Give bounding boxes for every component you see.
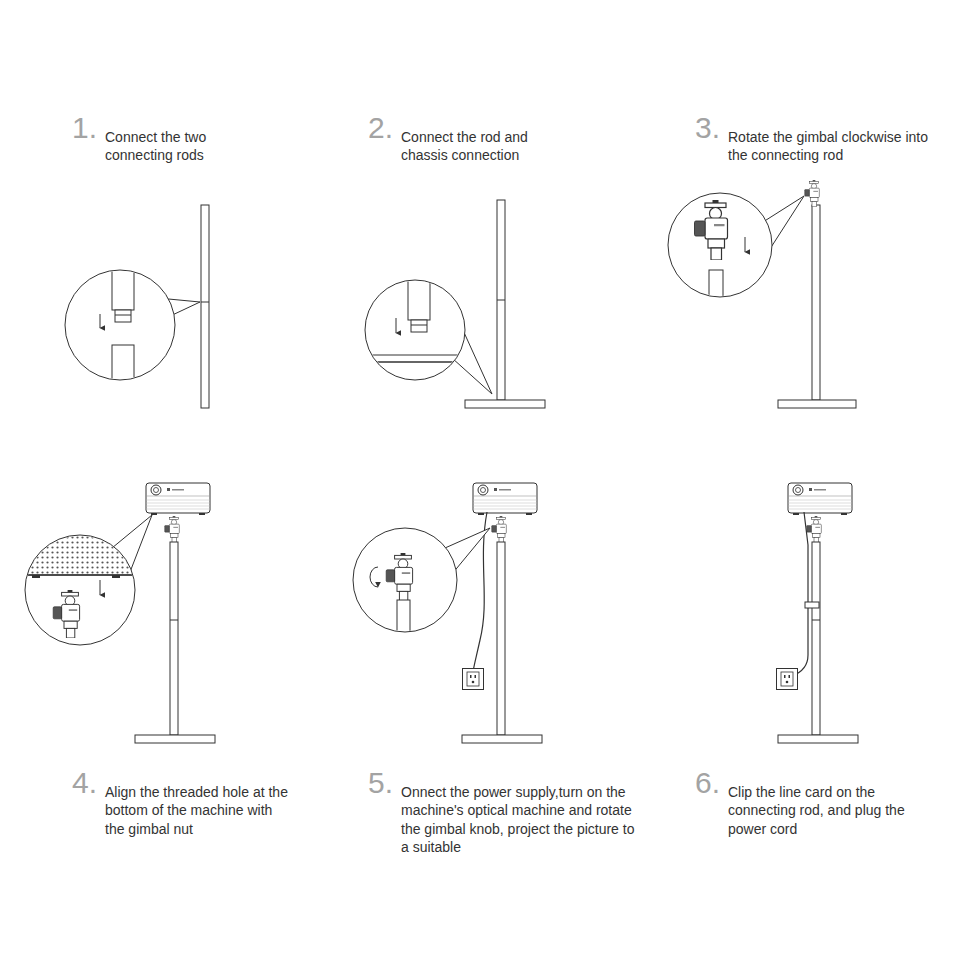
illustration-stroke bbox=[397, 600, 410, 640]
illustration-stroke bbox=[100, 314, 101, 328]
illustration-stroke bbox=[411, 320, 427, 332]
illustration-stroke bbox=[112, 575, 120, 578]
illustration-stroke bbox=[170, 620, 178, 621]
illustration-stroke bbox=[201, 302, 209, 303]
step-text: Connect the two connecting rods bbox=[105, 128, 235, 165]
illustration-part bbox=[788, 483, 852, 515]
step3-illustration bbox=[668, 180, 856, 408]
step-number: 5. bbox=[368, 768, 393, 798]
step-text: Align the threaded hole at the bottom of… bbox=[105, 783, 295, 838]
step4-illustration bbox=[15, 483, 215, 743]
illustration-stroke bbox=[497, 542, 505, 735]
step1-illustration bbox=[65, 205, 209, 408]
illustration-stroke bbox=[370, 567, 378, 587]
step-text: Onnect the power supply,turn on the mach… bbox=[401, 783, 641, 857]
illustration-stroke bbox=[396, 318, 397, 333]
step-text: Connect the rod and chassis connection bbox=[401, 128, 551, 165]
illustration-part bbox=[146, 483, 210, 515]
illustration-stroke bbox=[812, 620, 820, 621]
step-number: 3. bbox=[695, 113, 720, 143]
illustration-part bbox=[473, 483, 537, 515]
step2-illustration bbox=[360, 200, 545, 408]
illustration-stroke bbox=[370, 553, 413, 640]
illustration-stroke bbox=[709, 270, 723, 310]
illustration-stroke bbox=[15, 525, 155, 638]
illustration-stroke bbox=[411, 325, 427, 326]
illustration-stroke bbox=[360, 270, 470, 362]
illustration-stroke bbox=[112, 255, 134, 310]
step-number: 1. bbox=[72, 113, 97, 143]
illustration-stroke bbox=[745, 237, 746, 252]
illustration-part bbox=[463, 669, 484, 690]
illustration-stroke bbox=[805, 602, 819, 608]
illustration-stroke bbox=[32, 575, 40, 578]
illustration-stroke bbox=[115, 315, 131, 316]
illustration-stroke bbox=[201, 205, 209, 408]
step-text: Rotate the gimbal clockwise into the con… bbox=[728, 128, 928, 165]
illustration-stroke bbox=[497, 200, 505, 400]
illustration-stroke bbox=[408, 270, 430, 320]
illustration-stroke bbox=[695, 200, 746, 310]
illustration-part bbox=[53, 590, 79, 638]
illustration-part bbox=[492, 516, 507, 543]
step-text: Clip the line card on the connecting rod… bbox=[728, 783, 918, 838]
illustration-stroke bbox=[497, 300, 505, 301]
illustration-stroke bbox=[15, 525, 155, 575]
illustration-stroke bbox=[812, 205, 820, 400]
illustration-stroke bbox=[792, 512, 808, 676]
illustration-stroke bbox=[115, 310, 131, 322]
illustration-stroke bbox=[360, 361, 470, 363]
illustration-part bbox=[777, 669, 798, 690]
illustration-stroke bbox=[170, 542, 178, 735]
step6-illustration bbox=[777, 483, 859, 743]
illustration-stroke bbox=[465, 400, 545, 408]
step-number: 4. bbox=[72, 768, 97, 798]
illustration-stroke bbox=[778, 735, 858, 743]
step-number: 6. bbox=[695, 768, 720, 798]
illustration-stroke bbox=[112, 345, 134, 405]
step-number: 2. bbox=[368, 113, 393, 143]
illustration-stroke bbox=[462, 735, 542, 743]
illustration-stroke bbox=[100, 580, 101, 595]
illustration-part bbox=[807, 516, 822, 543]
illustration-stroke bbox=[778, 400, 856, 408]
illustration-part bbox=[695, 200, 728, 260]
illustration-part bbox=[386, 553, 412, 601]
step5-illustration bbox=[353, 483, 542, 743]
illustration-part bbox=[165, 516, 180, 543]
illustration-stroke bbox=[812, 542, 820, 735]
illustration-part bbox=[805, 180, 820, 207]
illustration-stroke bbox=[135, 735, 215, 743]
illustration-stroke bbox=[360, 355, 470, 356]
illustration-stroke bbox=[100, 255, 134, 405]
